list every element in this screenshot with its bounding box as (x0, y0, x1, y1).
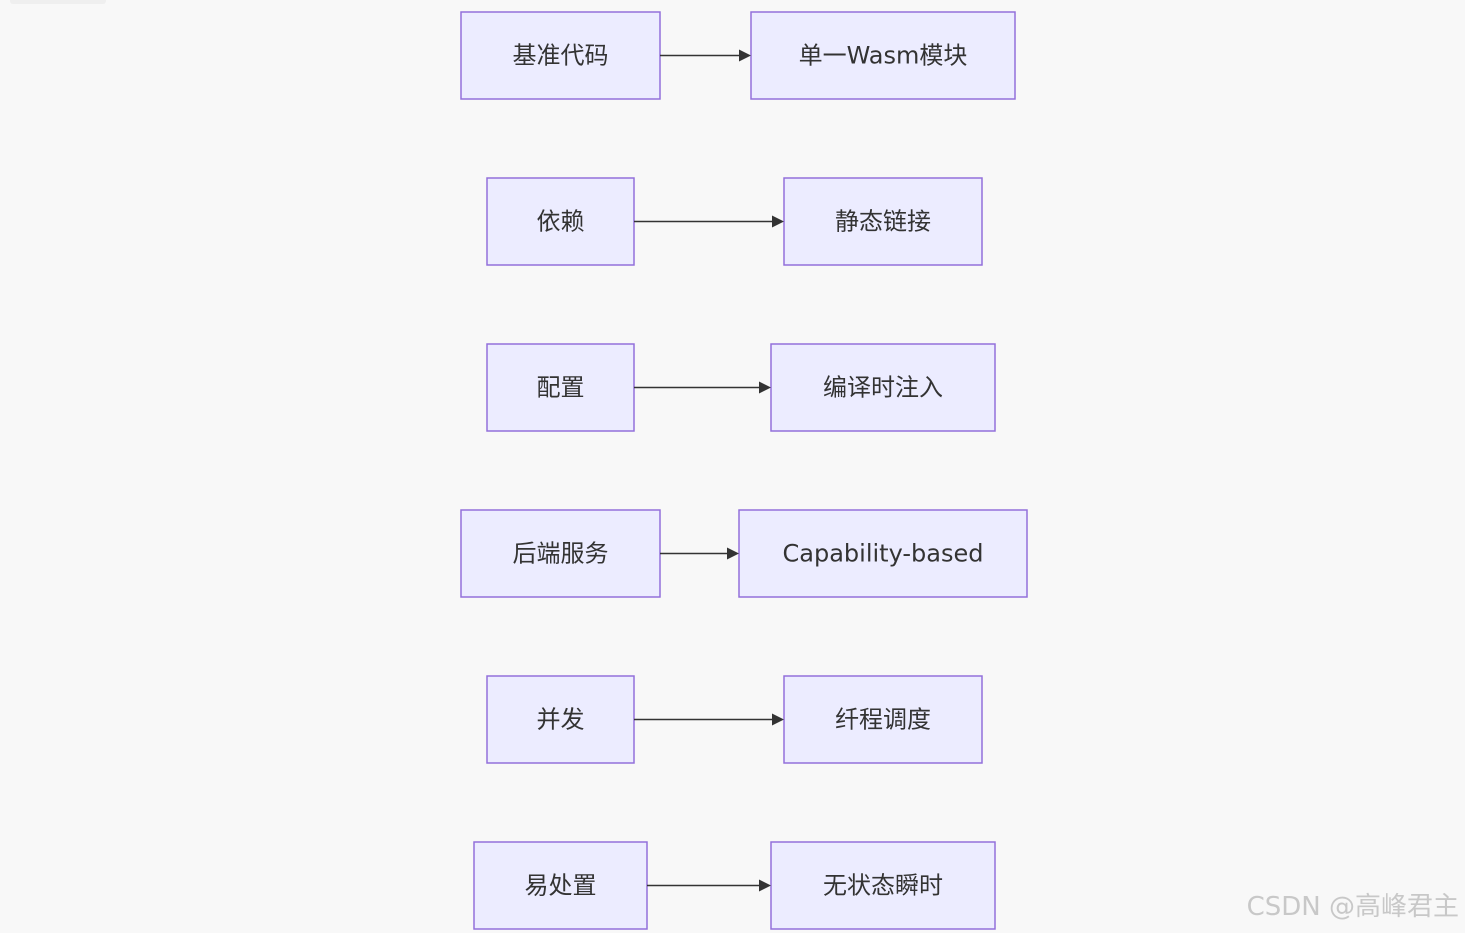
source-node-3-box (486, 343, 635, 432)
edge-arrow-3 (634, 381, 771, 394)
target-node-1: 单一Wasm模块 (750, 11, 1016, 100)
corner-smudge (10, 0, 106, 4)
target-node-3-label: 编译时注入 (823, 374, 943, 402)
arrowhead-icon (759, 381, 771, 394)
target-node-5-box (783, 675, 983, 764)
source-node-5-label: 并发 (537, 706, 585, 734)
target-node-4-box (738, 509, 1028, 598)
source-node-1-label: 基准代码 (513, 42, 609, 70)
source-node-4-label: 后端服务 (513, 540, 609, 568)
edge-arrow-6 (647, 879, 771, 892)
arrowhead-icon (772, 713, 784, 726)
arrowhead-icon (727, 547, 739, 560)
target-node-3-box (770, 343, 996, 432)
source-node-4-box (460, 509, 661, 598)
target-node-6: 无状态瞬时 (770, 841, 996, 930)
source-node-1-box (460, 11, 661, 100)
target-node-4-label: Capability-based (783, 540, 984, 568)
target-node-5-label: 纤程调度 (835, 706, 931, 734)
target-node-3: 编译时注入 (770, 343, 996, 432)
target-node-2: 静态链接 (783, 177, 983, 266)
source-node-6-label: 易处置 (525, 872, 597, 900)
source-node-2: 依赖 (486, 177, 635, 266)
target-node-4: Capability-based (738, 509, 1028, 598)
source-node-1: 基准代码 (460, 11, 661, 100)
target-node-5: 纤程调度 (783, 675, 983, 764)
source-node-4: 后端服务 (460, 509, 661, 598)
source-node-6: 易处置 (473, 841, 648, 930)
source-node-3: 配置 (486, 343, 635, 432)
source-node-6-box (473, 841, 648, 930)
edge-arrow-5 (634, 713, 784, 726)
watermark: CSDN @高峰君主 (1246, 892, 1459, 922)
edge-arrow-2 (634, 215, 784, 228)
target-node-1-label: 单一Wasm模块 (799, 42, 968, 70)
arrowhead-icon (759, 879, 771, 892)
target-node-2-label: 静态链接 (835, 208, 931, 236)
source-node-5: 并发 (486, 675, 635, 764)
source-node-5-box (486, 675, 635, 764)
arrowhead-icon (772, 215, 784, 228)
target-node-1-box (750, 11, 1016, 100)
source-node-2-label: 依赖 (537, 208, 585, 236)
source-node-3-label: 配置 (537, 374, 585, 402)
edge-arrow-1 (660, 49, 751, 62)
target-node-6-label: 无状态瞬时 (823, 872, 943, 900)
edge-arrow-4 (660, 547, 739, 560)
arrowhead-icon (739, 49, 751, 62)
